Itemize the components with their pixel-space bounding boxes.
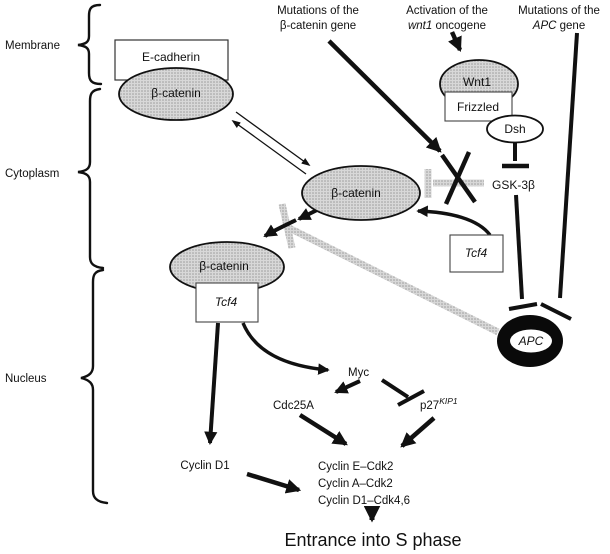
cytoplasm-brace xyxy=(77,87,105,270)
b-catenin-membrane-ellipse xyxy=(118,67,234,121)
dsh-label: Dsh xyxy=(504,122,525,136)
bcatenin-translocation-arrow-seg2 xyxy=(263,218,297,238)
tcf4-to-cyclind1-arrow xyxy=(204,322,220,445)
bcat-mutation-label-line1: Mutations of the xyxy=(277,5,359,17)
gsk3b-to-apc-tbar xyxy=(508,302,538,311)
s-phase-label: Entrance into S phase xyxy=(284,530,461,550)
e-cadherin-label: E-cadherin xyxy=(142,50,200,64)
frizzled-label: Frizzled xyxy=(457,100,499,114)
cyclin-e-cdk2-label: Cyclin E–Cdk2 xyxy=(318,461,393,473)
wnt1-activation-label-line2: wnt1 oncogene xyxy=(408,20,486,32)
cytoplasm-bcatenin: β-catenin xyxy=(301,165,421,221)
cytoplasm-label: Cytoplasm xyxy=(5,168,59,180)
cdc25a-to-cyclins-arrow xyxy=(298,413,348,446)
p27-to-cyclins-arrow xyxy=(400,416,436,448)
downstream-targets: Myc Cdc25A p27KIP1 Cyclin D1 Cyclin E–Cd… xyxy=(180,367,457,507)
p27-label: p27KIP1 xyxy=(420,396,458,412)
wnt-receptor-complex: Wnt1 Frizzled Dsh xyxy=(439,59,544,144)
tcf4-nucleus-label: Tcf4 xyxy=(215,295,238,309)
myc-inhibits-p27-tbar xyxy=(397,389,425,407)
cross-out-x-stroke2 xyxy=(443,151,472,205)
b-catenin-membrane-label: β-catenin xyxy=(151,86,201,100)
compartment-braces xyxy=(77,3,109,505)
cyclind1-to-cyclins-arrow xyxy=(246,471,302,494)
gsk3b-label: GSK-3β xyxy=(492,178,535,192)
top-annotations: Mutations of the β-catenin gene Activati… xyxy=(277,5,600,32)
gsk3b-to-apc-line xyxy=(514,194,524,300)
frizzled-box xyxy=(444,91,513,122)
bcat-mutation-arrow xyxy=(327,39,442,153)
cdc25a-label: Cdc25A xyxy=(273,400,314,412)
b-catenin-nucleus-label: β-catenin xyxy=(199,259,249,273)
b-catenin-cytoplasm-label: β-catenin xyxy=(331,186,381,200)
wnt1-activation-arrow xyxy=(448,31,463,53)
equilibrium-arrow-down xyxy=(235,111,311,167)
tcf4-to-myc-arrow xyxy=(241,322,330,375)
wnt1-label: Wnt1 xyxy=(463,75,491,89)
myc-to-cdc25a-arrow xyxy=(334,379,361,394)
cytoplasm-tcf4: Tcf4 xyxy=(449,234,504,273)
tcf4-cytoplasm-box xyxy=(449,234,504,273)
cyclin-a-cdk2-label: Cyclin A–Cdk2 xyxy=(318,478,393,490)
tcf4-nucleus-box xyxy=(195,282,259,323)
pathway-edges xyxy=(204,31,579,523)
tcf4-to-bcatenin-arrow xyxy=(416,205,492,237)
tcf4-cytoplasm-label: Tcf4 xyxy=(465,246,488,260)
cyclin-d1-label: Cyclin D1 xyxy=(180,460,229,472)
apc-label: APC xyxy=(518,334,544,348)
nucleus-label: Nucleus xyxy=(5,373,47,385)
apc-mutation-label-line2: APC gene xyxy=(532,20,585,32)
wnt1-activation-label-line1: Activation of the xyxy=(406,5,488,17)
dsh-ellipse xyxy=(486,114,544,144)
ecadherin-bcatenin-complex: E-cadherin β-catenin xyxy=(114,39,234,121)
nucleus-bcatenin-tcf4-complex: β-catenin Tcf4 xyxy=(169,241,285,323)
apc-mutation-line xyxy=(558,32,579,299)
apc-node: APC xyxy=(497,315,563,367)
b-catenin-cytoplasm-ellipse xyxy=(301,165,421,221)
membrane-brace xyxy=(77,3,103,86)
membrane-label: Membrane xyxy=(5,40,60,52)
equilibrium-arrow-up xyxy=(231,119,307,175)
apc-mutation-label-line1: Mutations of the xyxy=(518,5,600,17)
myc-inhibits-p27-line xyxy=(380,378,410,399)
apc-inhibits-translocation-line xyxy=(285,223,500,336)
myc-label: Myc xyxy=(348,367,369,379)
bcatenin-equilibrium-arrows xyxy=(231,111,311,175)
cyclin-d1-cdk46-label: Cyclin D1–Cdk4,6 xyxy=(318,495,410,507)
nucleus-brace xyxy=(80,268,109,505)
apc-mutation-tbar xyxy=(540,302,572,321)
bcat-mutation-label-line2: β-catenin gene xyxy=(280,20,356,32)
apc-inner xyxy=(510,329,552,353)
